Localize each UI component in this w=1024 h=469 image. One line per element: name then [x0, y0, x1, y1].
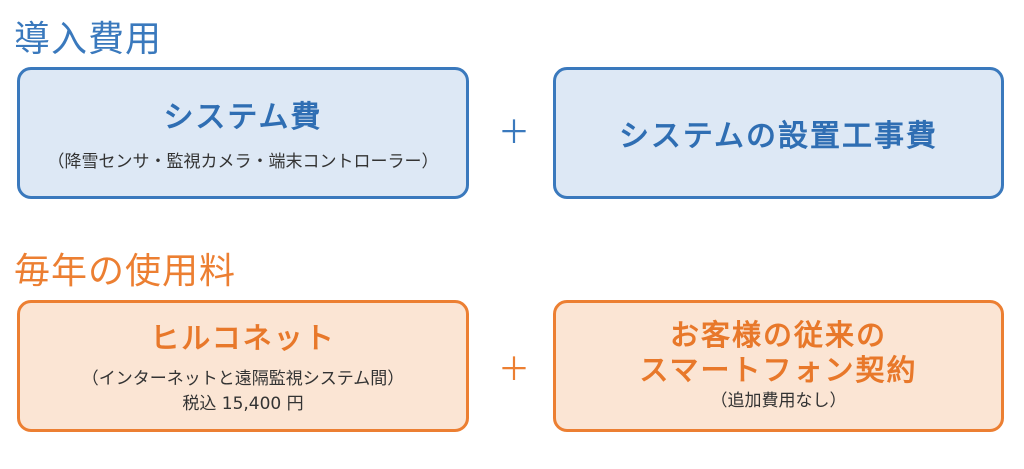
hirunet-box: ヒルコネット （インターネットと遠隔監視システム間） 税込 15,400 円 [17, 300, 469, 432]
system-cost-note: （降雪センサ・監視カメラ・端末コントローラー） [47, 151, 439, 172]
intro-cost-heading: 導入費用 [14, 19, 163, 60]
smartphone-contract-box: お客様の従来の スマートフォン契約 （追加費用なし） [553, 300, 1004, 432]
smartphone-title-line2: スマートフォン契約 [639, 352, 918, 387]
smartphone-title-line1: お客様の従来の [669, 317, 887, 352]
hirunet-note: （インターネットと遠隔監視システム間） [81, 369, 405, 390]
smartphone-note: （追加費用なし） [710, 391, 847, 412]
install-cost-box: システムの設置工事費 [553, 67, 1004, 199]
intro-plus-sign: ＋ [498, 113, 531, 151]
system-cost-box: システム費 （降雪センサ・監視カメラ・端末コントローラー） [17, 67, 469, 199]
system-cost-title: システム費 [163, 99, 323, 135]
hirunet-title: ヒルコネット [150, 321, 336, 356]
hirunet-price: 税込 15,400 円 [182, 394, 304, 414]
install-cost-title: システムの設置工事費 [618, 119, 939, 154]
annual-fee-heading: 毎年の使用料 [14, 251, 237, 292]
annual-plus-sign: ＋ [498, 350, 531, 388]
